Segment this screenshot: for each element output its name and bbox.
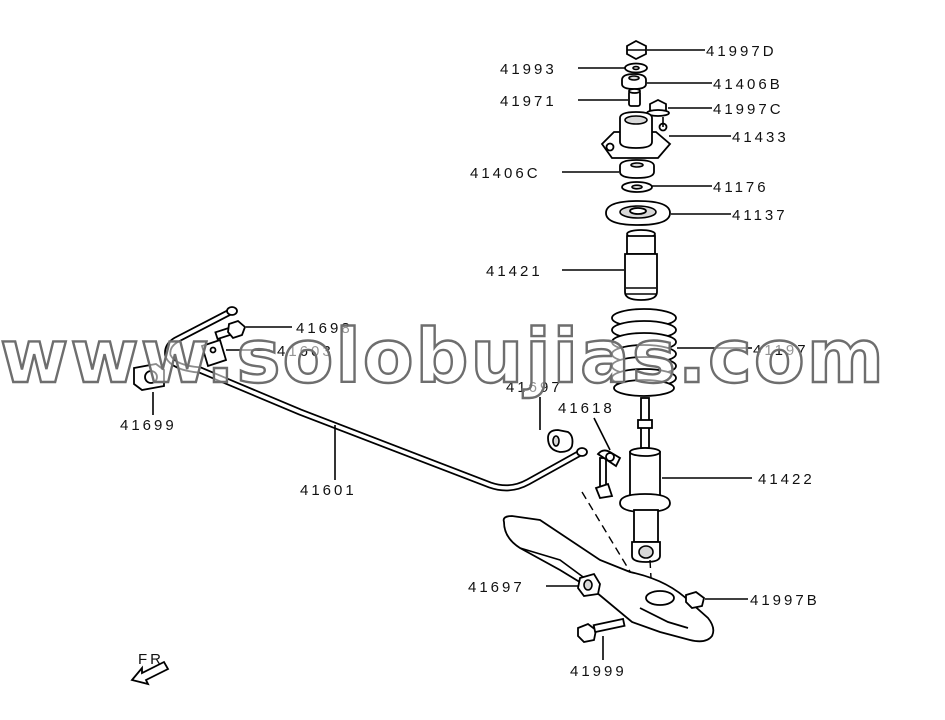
spring-spacer-part <box>621 181 653 193</box>
callout-41137: 41137 <box>732 207 788 224</box>
lower-bushing-part <box>619 159 655 179</box>
bracket-bolt-part <box>214 319 247 341</box>
callout-41601: 41601 <box>300 482 357 499</box>
flange-nut-part <box>646 98 670 117</box>
arm-nut-part <box>685 591 706 609</box>
callout-41971: 41971 <box>500 93 557 110</box>
direction-label: FR <box>138 651 164 668</box>
callout-41997D: 41997D <box>706 43 777 60</box>
callout-41999: 41999 <box>570 663 627 680</box>
callout-41406C: 41406C <box>470 165 541 182</box>
coil-spring-part <box>611 308 677 397</box>
collar-part <box>628 88 641 107</box>
stabilizer-bushing-part <box>133 363 165 391</box>
lower-trailing-arm-part <box>502 515 715 643</box>
strut-upper-mount-part <box>600 111 672 159</box>
upper-bushing-part <box>621 73 647 90</box>
shock-absorber-part <box>619 397 671 563</box>
callout-41993: 41993 <box>500 61 557 78</box>
callout-41406B: 41406B <box>713 76 783 93</box>
stabilizer-bar-part <box>164 306 588 492</box>
callout-41997B: 41997B <box>750 592 820 609</box>
watermark: www.solobujias.com <box>0 314 886 400</box>
washer-part <box>624 62 648 74</box>
callout-41618: 41618 <box>558 400 615 417</box>
callout-41698: 41698 <box>296 320 353 337</box>
callout-41997C: 41997C <box>713 101 784 118</box>
assembly-guide-line <box>581 491 647 599</box>
callout-41699: 41699 <box>120 417 177 434</box>
link-bushing-part <box>547 429 574 453</box>
callout-41433: 41433 <box>732 129 789 146</box>
callout-41697-upper: 41697 <box>506 379 563 396</box>
callout-41421: 41421 <box>486 263 543 280</box>
front-direction-arrow-icon <box>130 660 170 686</box>
callout-41176: 41176 <box>713 179 769 196</box>
callout-41422: 41422 <box>758 471 815 488</box>
callout-41197: 41197 <box>753 342 809 359</box>
spring-seat-part <box>605 200 671 226</box>
stabilizer-bracket-part <box>200 338 228 368</box>
arm-bolt-part <box>577 617 626 643</box>
callout-41697-lower: 41697 <box>468 579 525 596</box>
stabilizer-link-part <box>594 449 622 500</box>
arm-bushing-part <box>577 572 601 597</box>
callout-41603: 41603 <box>277 343 334 360</box>
top-nut-part <box>626 39 647 61</box>
bump-stop-boot-part <box>624 229 658 301</box>
